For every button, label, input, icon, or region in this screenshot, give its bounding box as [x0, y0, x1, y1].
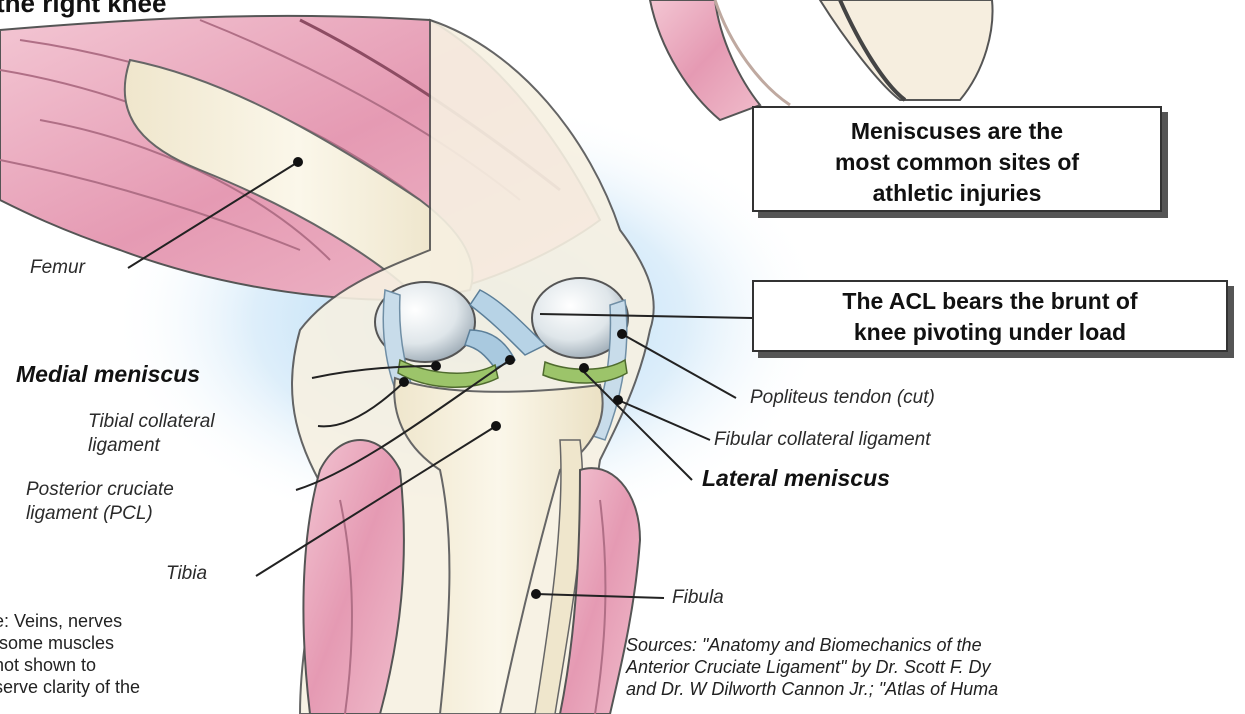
dot-popliteus — [617, 329, 627, 339]
label-fibular-collateral: Fibular collateral ligament — [714, 428, 931, 452]
label-tibial-collateral: Tibial collateral ligament — [88, 410, 215, 458]
dot-fibular-collateral — [613, 395, 623, 405]
dot-medial-meniscus — [431, 361, 441, 371]
dot-tibia — [491, 421, 501, 431]
diagram-title: the right knee — [0, 0, 166, 19]
dot-tibial-collateral — [399, 377, 409, 387]
label-medial-meniscus: Medial meniscus — [16, 362, 200, 386]
label-femur: Femur — [30, 256, 85, 280]
label-fibula: Fibula — [672, 586, 724, 610]
dot-lateral-meniscus — [579, 363, 589, 373]
dot-femur — [293, 157, 303, 167]
dot-fibula — [531, 589, 541, 599]
dot-pcl — [505, 355, 515, 365]
label-popliteus: Popliteus tendon (cut) — [750, 386, 935, 410]
label-pcl: Posterior cruciate ligament (PCL) — [26, 478, 174, 526]
acl-callout: The ACL bears the brunt of knee pivoting… — [752, 280, 1228, 352]
meniscus-callout: Meniscuses are the most common sites of … — [752, 106, 1162, 212]
upper-right-leg — [650, 0, 993, 120]
note-text: e: Veins, nerves some muscles not shown … — [0, 610, 140, 698]
sources-text: Sources: "Anatomy and Biomechanics of th… — [626, 634, 998, 700]
label-tibia: Tibia — [166, 562, 207, 586]
label-lateral-meniscus: Lateral meniscus — [702, 466, 890, 490]
